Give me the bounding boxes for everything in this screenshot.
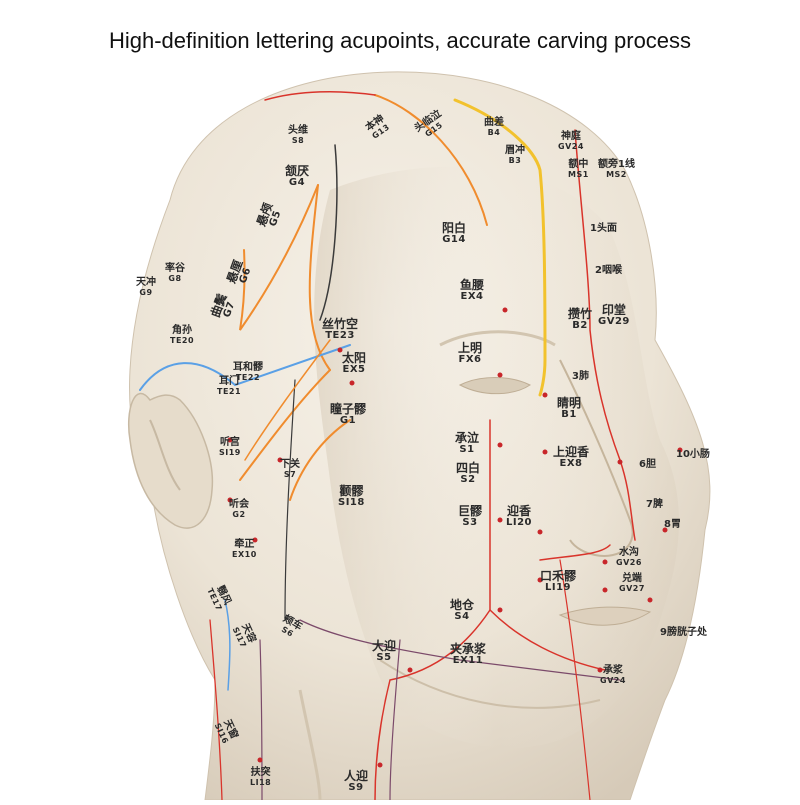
ear [127, 392, 214, 529]
point-label: 1头面 [590, 223, 617, 234]
face-shading [314, 166, 679, 748]
nose [559, 359, 634, 557]
point-label: 6胆 [639, 459, 656, 470]
mouth [558, 606, 652, 626]
point-label: 8胃 [664, 519, 681, 530]
point-label: 9膀胱子处 [660, 627, 707, 638]
eye [458, 377, 531, 395]
acupoint-dots [227, 307, 683, 768]
point-label: 10小肠 [676, 449, 710, 460]
point-label: 7脾 [646, 499, 663, 510]
meridian-lines [139, 91, 636, 801]
caption: High-definition lettering acupoints, acc… [108, 28, 692, 53]
point-label: 3肺 [572, 371, 589, 382]
point-label: 2咽喉 [595, 265, 622, 276]
